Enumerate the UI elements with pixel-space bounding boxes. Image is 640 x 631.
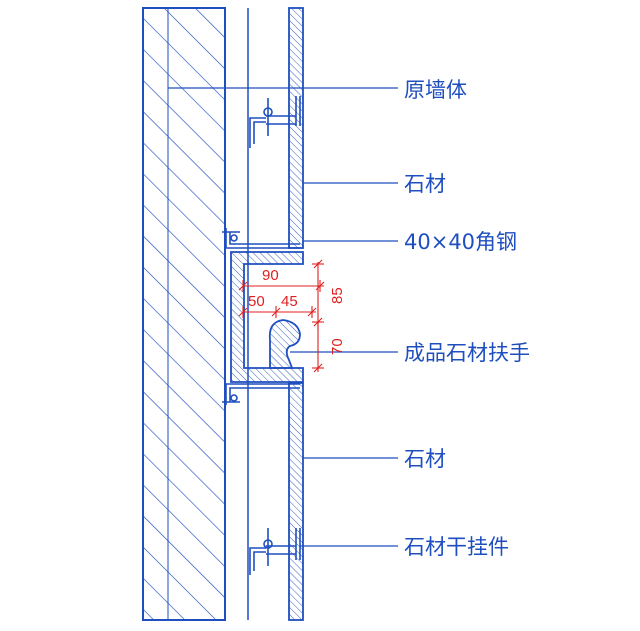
dimension-lines [238, 259, 325, 373]
angle-steel-lower [222, 383, 300, 405]
original-wall [142, 7, 226, 621]
dim-height-70: 70 [329, 338, 346, 355]
dim-width-45: 45 [281, 293, 298, 310]
dry-hanging-bracket-lower [249, 528, 301, 575]
dim-width-50: 50 [248, 293, 265, 310]
label-original-wall: 原墙体 [404, 78, 467, 102]
stone-panel-upper [288, 7, 304, 249]
label-stone-lower: 石材 [404, 447, 446, 471]
stone-panel-lower [288, 382, 304, 621]
dry-hanging-bracket-upper [249, 96, 301, 148]
cavity-lines [224, 8, 249, 620]
stone-handrail-profile [230, 251, 304, 383]
label-angle-steel: 40×40角钢 [404, 230, 517, 254]
label-stone-handrail: 成品石材扶手 [404, 341, 530, 365]
label-stone-upper: 石材 [404, 172, 446, 196]
angle-steel-upper [222, 228, 300, 249]
leader-lines [168, 87, 398, 547]
dim-width-90: 90 [262, 267, 279, 284]
label-dry-hanging: 石材干挂件 [404, 535, 509, 559]
dim-height-85: 85 [329, 287, 346, 304]
